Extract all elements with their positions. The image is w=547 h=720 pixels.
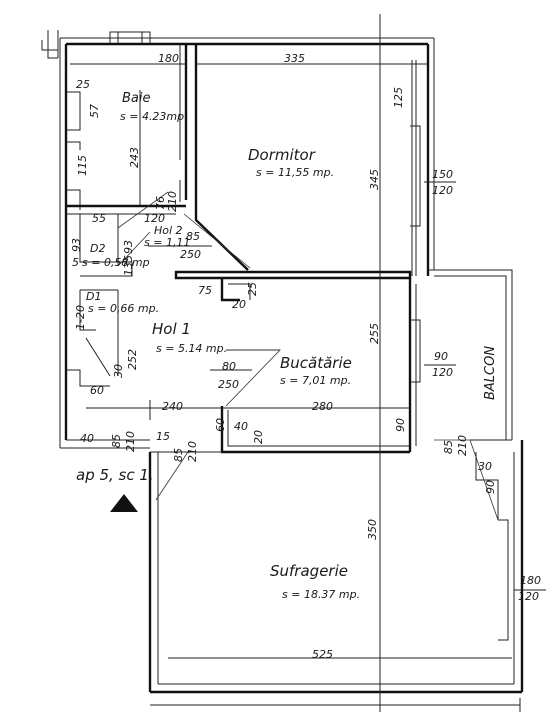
dim-bal-30: 30 [478,460,492,473]
entrance-marker [110,494,138,512]
dim-bot-85b: 85 [172,448,185,462]
room-name-hol1: Hol 1 [152,320,191,338]
room-name-balcon: BALCON [483,346,498,400]
room-area-hol2: s = 1,11 [144,236,190,249]
room-name-bucatarie: Bucătărie [280,354,352,372]
dim-win-90a: 90 [434,350,448,363]
entrance-triangle-icon [110,494,138,512]
dim-win-120c: 120 [518,590,539,603]
dim-win-180: 180 [520,574,541,587]
dim-bot-40b: 40 [234,420,248,433]
room-name-hol2: Hol 2 [154,224,183,237]
room-area-sufragerie: s = 18.37 mp. [282,588,360,601]
room-area-hol1: s = 5.14 mp. [156,342,227,355]
dim-hol1-75: 75 [198,284,212,297]
room-labels: Baie s = 4.23mp. Dormitor s = 11,55 mp. … [76,91,498,601]
room-area-dormitor: s = 11,55 mp. [256,166,334,179]
baie-walls [66,44,188,215]
dim-dorm-345: 345 [368,169,381,190]
room-area-baie: s = 4.23mp. [120,110,188,123]
dim-bal-90: 90 [484,480,497,494]
dim-baie-115: 115 [76,155,89,176]
dim-baie-25: 25 [76,78,90,91]
dim-d1-120: 1-20 [74,305,87,330]
dim-bot-210a: 210 [124,431,137,452]
dim-suf-525: 525 [312,648,333,661]
dim-buc-80: 80 [222,360,236,373]
dim-buc-20: 20 [232,298,246,311]
room-area-bucatarie: s = 7,01 mp. [280,374,351,387]
room-name-sufragerie: Sufragerie [270,562,348,580]
dim-bal-85: 85 [442,440,455,454]
dim-mid-280: 280 [312,400,333,413]
dim-d2-135: 135 [122,255,135,276]
dim-baie-243: 243 [128,147,141,168]
dim-top-180: 180 [158,52,179,65]
dim-buc-255: 255 [368,323,381,344]
dim-bot-15: 15 [156,430,170,443]
dim-hol1-252: 252 [126,349,139,370]
room-area-d1: s = 0,66 mp. [88,302,159,315]
dim-d2-5: 5 [72,256,79,269]
dim-bot-20: 20 [252,430,265,444]
room-name-baie: Baie [122,91,151,106]
dim-d2-93b: 93 [122,240,135,254]
dim-d2-93a: 93 [70,238,83,252]
dim-hol2-55: 55 [92,212,106,225]
dim-hol2-85: 85 [186,230,200,243]
entrance-label: ap 5, sc 1. [76,466,154,484]
dim-suf-350: 350 [366,519,379,540]
outer-walls [59,37,435,449]
dim-bot-85a: 85 [110,434,123,448]
dim-buc-90: 90 [394,418,407,432]
dim-baie-57: 57 [88,104,101,118]
dim-hol2-120: 120 [144,212,165,225]
dim-door-76: 76 [154,196,167,210]
sufragerie-walls [148,440,524,712]
room-name-d1: D1 [86,290,101,303]
room-name-d2: D2 [90,242,105,255]
storage-walls [66,191,169,387]
dim-top-335: 335 [284,52,305,65]
dim-hol2-250: 250 [180,248,201,261]
dim-bot-210b: 210 [186,441,199,462]
dim-bot-40a: 40 [80,432,94,445]
dim-buc-250: 250 [218,378,239,391]
dim-left-60a: 60 [90,384,104,397]
balcon-walls [428,269,513,521]
dim-door-210a: 210 [166,191,179,212]
dim-bot-60b: 60 [214,418,227,432]
dim-win-120a: 120 [432,184,453,197]
dim-buc-25: 25 [246,282,259,296]
dim-hol1-30: 30 [112,364,125,378]
dim-win-120b: 120 [432,366,453,379]
dim-mid-240: 240 [162,400,183,413]
room-name-dormitor: Dormitor [248,146,316,164]
dim-win-150: 150 [432,168,453,181]
dim-dorm-125: 125 [392,87,405,108]
room-area-d2: s = 0,58 mp [82,256,150,269]
dimension-lines [70,14,546,712]
dim-bal-210: 210 [456,435,469,456]
dimension-labels: 180 335 25 57 115 243 125 345 150 120 76… [70,52,541,661]
